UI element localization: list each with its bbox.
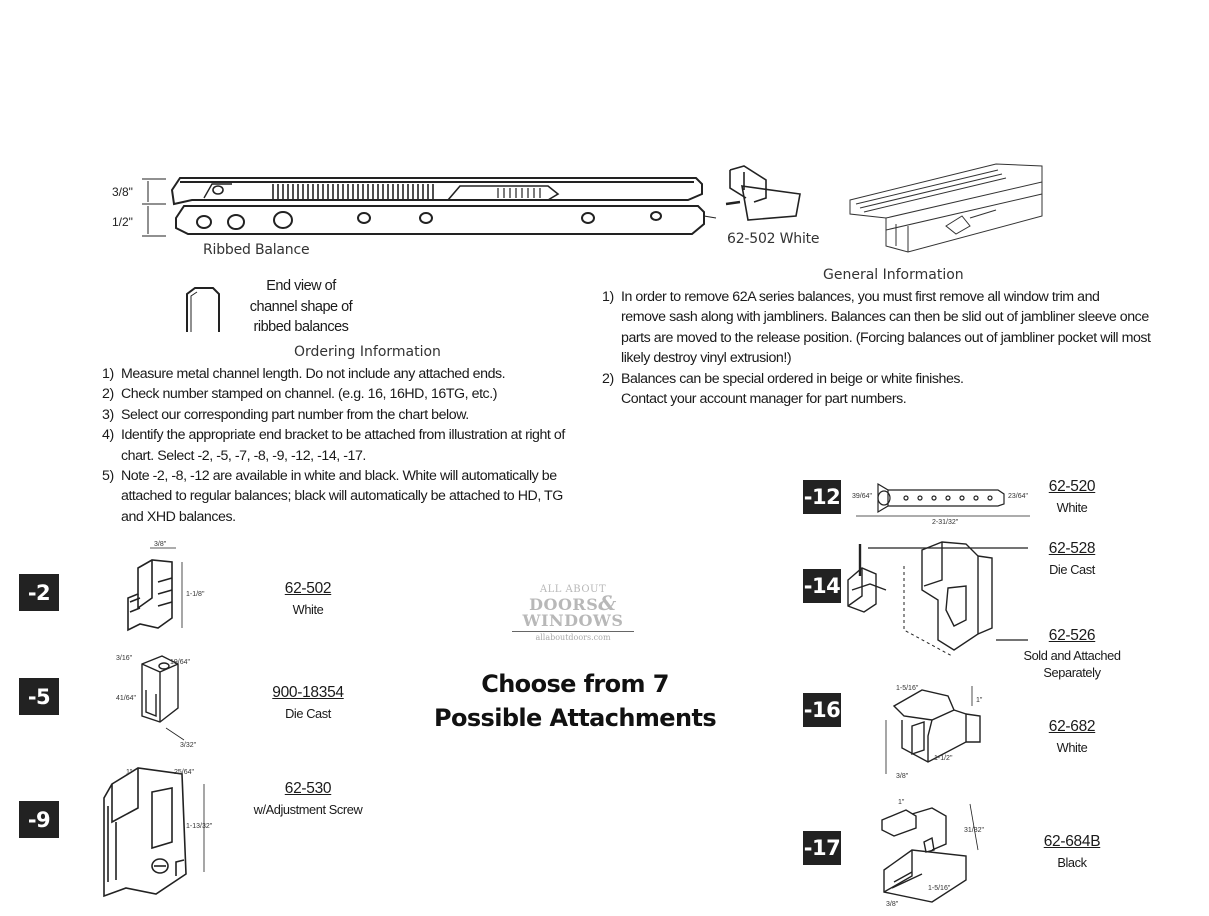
- badge-minus-17: -17: [803, 831, 841, 865]
- dim-top: 3/8": [112, 185, 133, 199]
- logo-line-1: ALL ABOUT: [539, 584, 607, 595]
- end-view-drawing: [183, 284, 223, 334]
- ordering-item-4: 4) Identify the appropriate end bracket …: [102, 427, 565, 464]
- end-view-line-1: End view of: [266, 278, 336, 294]
- general-item-1: 1) In order to remove 62A series balance…: [602, 289, 1151, 367]
- dim-1: 1": [126, 769, 133, 776]
- part-desc: White: [1056, 500, 1088, 515]
- dim-1in: 1": [976, 697, 983, 704]
- part-62-520: 62-520 White: [1022, 478, 1122, 516]
- part-desc: Die Cast: [1049, 562, 1095, 577]
- top-clip-drawing: [724, 164, 804, 228]
- part-desc: White: [1056, 740, 1088, 755]
- general-item-2: 2) Balances can be special ordered in be…: [602, 370, 964, 408]
- part-number: 62-502: [284, 580, 332, 597]
- logo-line-2: DOORS: [529, 595, 599, 614]
- ordering-item-1: 1) Measure metal channel length. Do not …: [102, 366, 506, 382]
- part-62-502-drawing: 3/8" 1-1/8": [118, 538, 218, 638]
- ordering-item-3: 3) Select our corresponding part number …: [102, 406, 469, 423]
- dim-19-64: 19/64": [170, 659, 191, 666]
- ribbed-balance-drawing: 3/8" 1/2": [108, 170, 718, 245]
- dim-3-8-b: 3/8": [886, 901, 899, 908]
- dim-25-64: 25/64": [174, 769, 195, 776]
- dim-bottom: 1/2": [112, 215, 133, 229]
- part-62-528: 62-528 Die Cast: [1022, 540, 1122, 578]
- badge-minus-16: -16: [803, 693, 841, 727]
- headline-line-1: Choose from 7: [481, 670, 669, 698]
- part-62-682-drawing: 1-5/16" 1" 1-1/2" 3/8": [872, 676, 992, 782]
- logo-url: allaboutdoors.com: [512, 631, 634, 643]
- part-desc: w/Adjustment Screw: [253, 802, 363, 817]
- badge-minus-12: -12: [803, 480, 841, 514]
- ordering-item-2: 2) Check number stamped on channel. (e.g…: [102, 386, 497, 403]
- part-62-530-drawing: 1" 25/64" 1-13/32": [96, 762, 222, 902]
- part-desc-line-1: Sold and Attached: [1023, 648, 1121, 663]
- watermark-logo: ALL ABOUT DOORS& WINDOWS allaboutdoors.c…: [512, 584, 634, 643]
- dim-2-31-32: 2-31/32": [932, 519, 959, 526]
- logo-amp: &: [598, 591, 617, 615]
- badge-minus-14: -14: [803, 569, 841, 603]
- badge-minus-2: -2: [19, 574, 59, 611]
- ribbed-balance-caption: Ribbed Balance: [203, 242, 310, 258]
- dim-3-16: 3/16": [116, 655, 133, 662]
- headline-line-2: Possible Attachments: [433, 704, 717, 732]
- dim-3-8: 3/8": [154, 541, 167, 548]
- part-number: 62-684B: [1043, 833, 1101, 850]
- dim-3-32: 3/32": [180, 742, 197, 749]
- ordering-item-5: 5) Note -2, -8, -12 are available in whi…: [102, 468, 563, 525]
- badge-minus-9: -9: [19, 801, 59, 838]
- dim-1-13-32: 1-13/32": [186, 823, 213, 830]
- part-900-18354-drawing: 3/16" 19/64" 41/64" 3/32": [112, 650, 212, 750]
- part-number: 62-520: [1048, 478, 1096, 495]
- part-number: 900-18354: [272, 684, 344, 701]
- ordering-info-list: 1) Measure metal channel length. Do not …: [102, 364, 602, 527]
- part-desc: White: [292, 602, 324, 617]
- part-number: 62-682: [1048, 718, 1096, 735]
- part-62-530: 62-530 w/Adjustment Screw: [238, 780, 378, 818]
- dim-41-64: 41/64": [116, 695, 137, 702]
- part-number: 62-528: [1048, 540, 1096, 557]
- part-62-520-drawing: 39/64" 23/64" 2-31/32": [848, 476, 1038, 526]
- dim-1-1-8: 1-1/8": [186, 591, 205, 598]
- part-desc-line-2: Separately: [1043, 665, 1101, 680]
- dim-1-5-16: 1-5/16": [896, 685, 919, 692]
- end-view-text: End view of channel shape of ribbed bala…: [246, 276, 356, 338]
- dim-1-1-2: 1-1/2": [934, 755, 953, 762]
- part-62-684b: 62-684B Black: [1022, 833, 1122, 871]
- jambliner-drawing: [846, 160, 1046, 256]
- dim-39-64: 39/64": [852, 493, 873, 500]
- part-desc: Black: [1057, 855, 1087, 870]
- part-62-502: 62-502 White: [258, 580, 358, 618]
- ordering-info-heading: Ordering Information: [294, 344, 441, 360]
- part-62-682: 62-682 White: [1022, 718, 1122, 756]
- dim-1-5-16-b: 1-5/16": [928, 885, 951, 892]
- headline: Choose from 7 Possible Attachments: [420, 667, 730, 735]
- part-desc: Die Cast: [285, 706, 331, 721]
- part-62-684b-drawing: 1" 31/32" 1-5/16" 3/8": [872, 790, 992, 910]
- part-number: 62-530: [284, 780, 332, 797]
- badge-minus-5: -5: [19, 678, 59, 715]
- part-62-526: 62-526 Sold and Attached Separately: [1008, 627, 1136, 681]
- top-clip-caption: 62-502 White: [727, 231, 820, 247]
- general-info-heading: General Information: [823, 267, 964, 283]
- part-62-528-62-526-drawing: [842, 540, 1032, 656]
- general-info-list: 1) In order to remove 62A series balance…: [602, 287, 1202, 409]
- dim-1in-b: 1": [898, 799, 905, 806]
- part-number: 62-526: [1048, 627, 1096, 644]
- dim-23-64: 23/64": [1008, 493, 1029, 500]
- dim-31-32: 31/32": [964, 827, 985, 834]
- end-view-line-2: channel shape of: [249, 298, 353, 315]
- logo-line-3: WINDOWS: [522, 611, 624, 630]
- part-900-18354: 900-18354 Die Cast: [258, 684, 358, 722]
- end-view-line-3: ribbed balances: [253, 319, 349, 335]
- dim-3-8-a: 3/8": [896, 773, 909, 780]
